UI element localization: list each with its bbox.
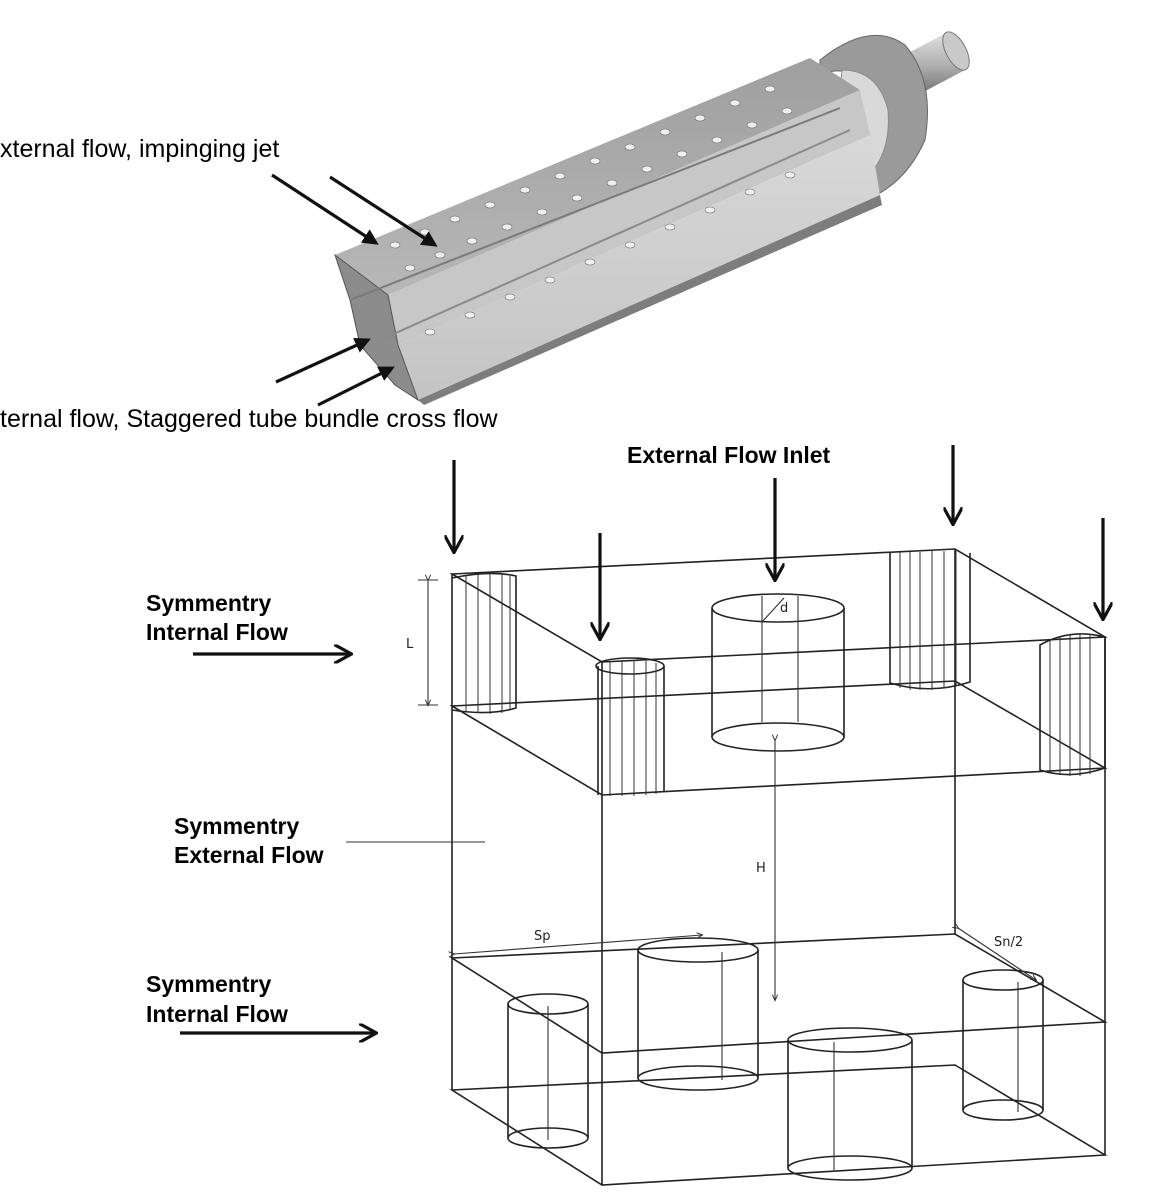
label-sym-external-2: External Flow	[174, 842, 324, 868]
tube-right-end	[1039, 633, 1106, 776]
crossflow-arrow-1	[275, 338, 371, 384]
label-sym-internal-bottom-2: Internal Flow	[146, 1001, 288, 1027]
impinging-arrow-1	[271, 173, 379, 245]
crossflow-arrow-2	[317, 366, 395, 407]
corner-tube-top-left	[451, 572, 517, 714]
label-sym-internal-bottom-1: Symmentry	[146, 971, 271, 997]
dim-Sn2: Sn/2	[994, 935, 1023, 950]
tube-back-right	[889, 551, 971, 690]
top-face	[335, 58, 860, 295]
label-external-flow-inlet: External Flow Inlet	[627, 442, 831, 468]
side-face	[398, 135, 880, 400]
dim-Sp: Sp	[534, 929, 551, 944]
impinging-arrow-2	[329, 175, 438, 247]
perforations	[389, 85, 796, 336]
label-sym-internal-top-2: Internal Flow	[146, 619, 288, 645]
tube-front-left	[595, 657, 665, 796]
lower-tube-center-front	[787, 1027, 913, 1181]
dim-Sp-line	[454, 935, 702, 954]
unit-cell-wireframe: L d H Sp Sn/2	[406, 548, 1108, 1186]
dim-d: d	[780, 601, 788, 616]
label-staggered-crossflow: ternal flow, Staggered tube bundle cross…	[0, 405, 498, 433]
label-sym-internal-top-1: Symmentry	[146, 590, 271, 616]
dim-L: L	[406, 637, 414, 652]
upper-side-face	[388, 90, 870, 345]
label-sym-external-1: Symmentry	[174, 813, 299, 839]
lower-tube-right	[962, 969, 1044, 1121]
inlet-arrows	[454, 445, 1103, 638]
dim-H: H	[756, 861, 766, 876]
dim-Sn2-line	[958, 928, 1036, 980]
front-plate	[334, 253, 419, 402]
tube-rendering	[334, 31, 970, 405]
lower-tube-center-back	[637, 937, 759, 1091]
label-impinging-jet: xternal flow, impinging jet	[0, 135, 279, 163]
center-tube	[711, 593, 845, 752]
lower-tube-left	[507, 993, 589, 1149]
